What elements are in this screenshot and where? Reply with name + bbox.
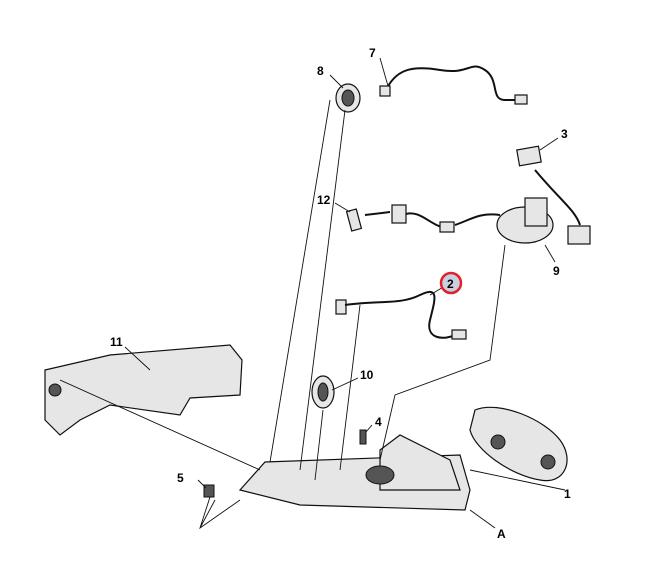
part-9-grommet: [311, 375, 335, 409]
part-1-bracket: [469, 406, 568, 482]
part-8-grommet: [335, 83, 361, 113]
callout-a: A: [497, 527, 506, 541]
part-3-connector: [516, 145, 542, 167]
part-5-clip: [203, 484, 215, 498]
callout-4: 4: [375, 415, 382, 429]
highlight-ring: [439, 271, 463, 295]
part-4-screw: [359, 429, 367, 445]
callout-2: 2: [447, 277, 454, 291]
part-11-trim-panel: [44, 344, 243, 436]
callout-11: 11: [110, 335, 123, 349]
callout-12: 12: [317, 193, 331, 207]
callout-5: 5: [177, 471, 184, 485]
leader-lines: [59, 57, 566, 530]
callout-9: 10: [360, 368, 374, 382]
part-2-harness: [335, 290, 467, 340]
callout-labels: 7 8 3 12 9 2 11 10 4 5 1 A: [110, 46, 571, 541]
part-a-housing: [238, 434, 471, 511]
callout-10: 9: [553, 264, 560, 278]
part-12-harness: [345, 204, 455, 233]
callout-1: 1: [564, 487, 571, 501]
callout-7: 7: [369, 46, 376, 60]
part-10-module: [454, 169, 591, 245]
part-7-harness: [379, 65, 528, 105]
callout-3: 3: [561, 127, 568, 141]
callout-8: 8: [317, 64, 324, 78]
